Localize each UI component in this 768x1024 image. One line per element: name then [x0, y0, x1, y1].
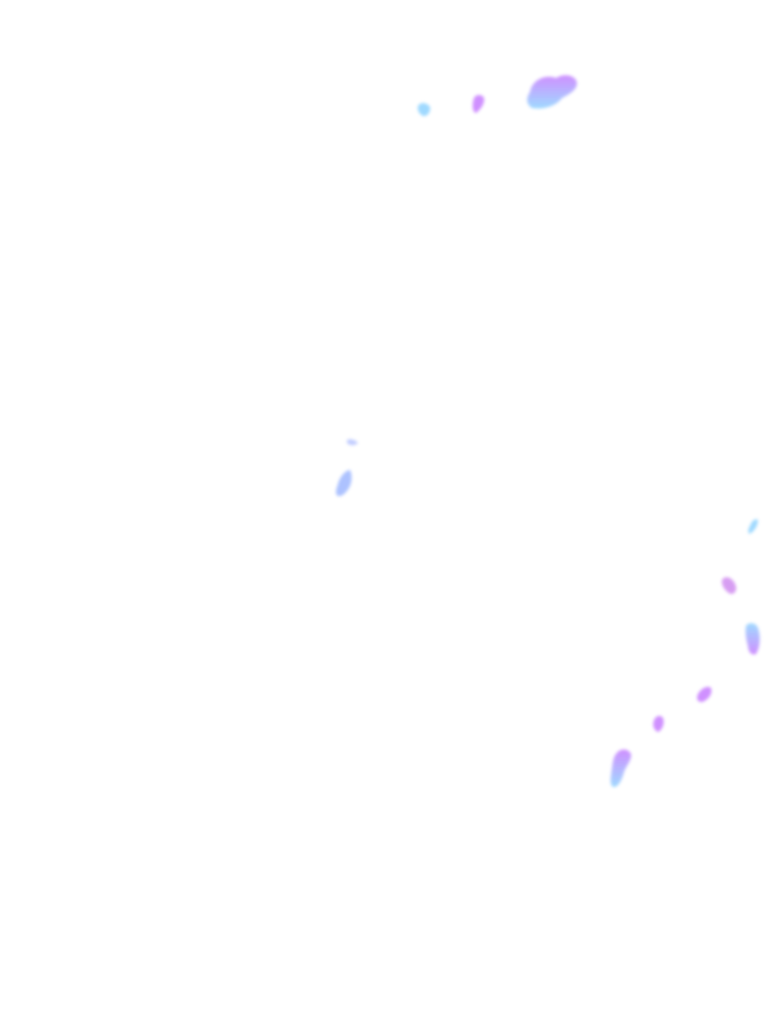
paint-blob	[347, 439, 358, 446]
paint-blob	[472, 95, 485, 113]
paint-blob	[653, 715, 664, 732]
paint-blob	[697, 686, 712, 702]
paint-splatter-group	[336, 75, 760, 788]
paint-blob	[527, 75, 577, 109]
paint-blob	[748, 519, 758, 534]
paint-blob	[417, 103, 431, 117]
paint-blob	[721, 577, 737, 594]
paint-blob	[610, 749, 632, 788]
paint-blob	[336, 470, 352, 497]
paint-blob	[745, 623, 760, 655]
